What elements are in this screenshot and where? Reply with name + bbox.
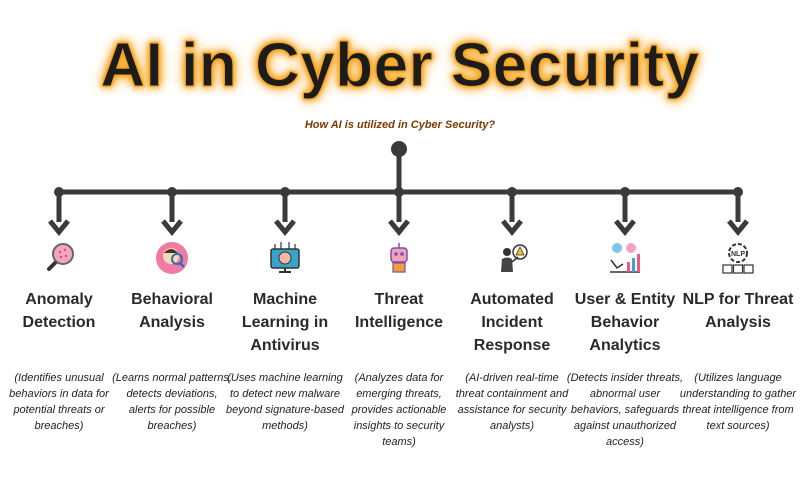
item-heading: Behavioral Analysis	[131, 291, 213, 331]
svg-text:NLP: NLP	[731, 251, 745, 258]
page-subtitle: How AI is utilized in Cyber Security?	[304, 119, 496, 131]
branch-arrowhead	[274, 219, 296, 236]
robot-shield-icon	[390, 243, 408, 273]
item-description: (Detects insider threats, abnormal user …	[566, 372, 684, 448]
item-description: (AI-driven real-time threat containment …	[455, 372, 569, 432]
branch-arrowhead	[388, 219, 410, 236]
magnifier-icon	[47, 243, 74, 271]
item-description: (Learns normal patterns, detects deviati…	[112, 372, 232, 432]
branch-arrowhead	[48, 219, 70, 236]
page-title: AI in Cyber Security	[100, 31, 700, 101]
item-heading: Anomaly Detection	[22, 291, 96, 331]
item-description: (Uses machine learning to detect new mal…	[225, 372, 345, 432]
branch-arrowhead	[501, 219, 523, 236]
item-heading: User & Entity Behavior Analytics	[574, 291, 676, 354]
branch-arrowhead	[161, 219, 183, 236]
item-description: (Utilizes language understanding to gath…	[679, 372, 797, 432]
item-description: (Identifies unusual behaviors in data fo…	[9, 372, 109, 432]
branch-arrowhead	[727, 219, 749, 236]
item-heading: Threat Intelligence	[354, 291, 444, 331]
monitor-brain-icon	[270, 242, 300, 273]
branch-arrowhead	[614, 219, 636, 236]
face-scan-icon	[156, 242, 188, 274]
item-heading: Automated Incident Response	[470, 291, 554, 354]
item-heading: Machine Learning in Antivirus	[241, 291, 329, 354]
item-description: (Analyzes data for emerging threats, pro…	[351, 372, 447, 448]
nlp-gear-icon: NLP	[722, 243, 754, 274]
item-heading: NLP for Threat Analysis	[682, 291, 794, 331]
person-alert-icon	[501, 244, 528, 272]
root-node	[391, 141, 407, 157]
analytics-chart-icon	[610, 243, 640, 273]
